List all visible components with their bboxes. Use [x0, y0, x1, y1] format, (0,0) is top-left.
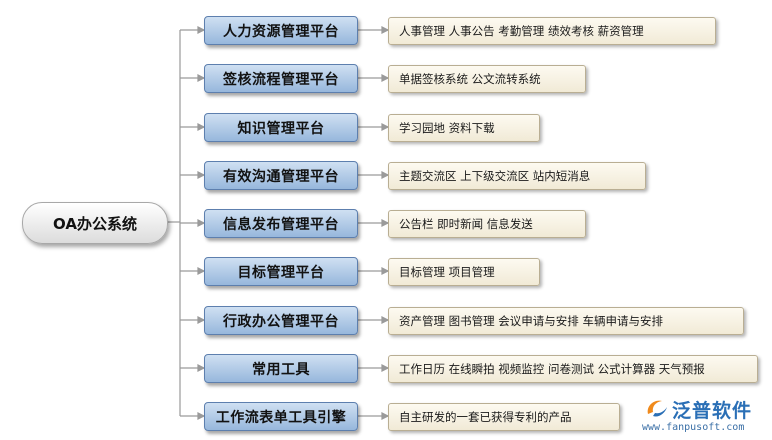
- arrow-head: [381, 74, 390, 82]
- category-node: 有效沟通管理平台: [204, 161, 358, 190]
- arrow-head: [381, 219, 390, 227]
- arrow-head: [197, 412, 206, 420]
- category-items: 自主研发的一套已获得专利的产品: [388, 403, 620, 431]
- category-node: 人力资源管理平台: [204, 16, 358, 45]
- arrow-head: [197, 26, 206, 34]
- brand-name: 泛普软件: [672, 400, 753, 422]
- arrow-head: [197, 316, 206, 324]
- category-node: 信息发布管理平台: [204, 209, 358, 238]
- arrow-head: [381, 364, 390, 372]
- category-node: 目标管理平台: [204, 257, 358, 286]
- category-items: 目标管理 项目管理: [388, 258, 540, 286]
- category-items: 主题交流区 上下级交流区 站内短消息: [388, 162, 646, 190]
- category-node: 工作流表单工具引擎: [204, 402, 358, 431]
- arrow-head: [381, 412, 390, 420]
- brand-logo: 泛普软件 www.fanpusoft.com: [642, 396, 770, 438]
- arrow-head: [197, 123, 206, 131]
- category-items: 单据签核系统 公文流转系统: [388, 65, 586, 93]
- arrow-head: [381, 26, 390, 34]
- arrow-head: [197, 171, 206, 179]
- arrow-head: [381, 171, 390, 179]
- category-node: 签核流程管理平台: [204, 64, 358, 93]
- arrow-head: [381, 316, 390, 324]
- category-node: 常用工具: [204, 354, 358, 383]
- category-node: 行政办公管理平台: [204, 306, 358, 335]
- logo-icon: [647, 400, 667, 417]
- arrow-head: [197, 74, 206, 82]
- category-items: 人事管理 人事公告 考勤管理 绩效考核 薪资管理: [388, 17, 716, 45]
- category-items: 公告栏 即时新闻 信息发送: [388, 210, 586, 238]
- brand-url: www.fanpusoft.com: [642, 422, 745, 433]
- arrow-head: [381, 267, 390, 275]
- root-node: OA办公系统: [22, 202, 168, 244]
- category-items: 工作日历 在线瞬拍 视频监控 问卷测试 公式计算器 天气预报: [388, 355, 758, 383]
- category-items: 学习园地 资料下载: [388, 114, 540, 142]
- arrow-head: [197, 364, 206, 372]
- arrow-head: [197, 267, 206, 275]
- category-items: 资产管理 图书管理 会议申请与安排 车辆申请与安排: [388, 307, 744, 335]
- arrow-head: [381, 123, 390, 131]
- arrow-head: [197, 219, 206, 227]
- category-node: 知识管理平台: [204, 113, 358, 142]
